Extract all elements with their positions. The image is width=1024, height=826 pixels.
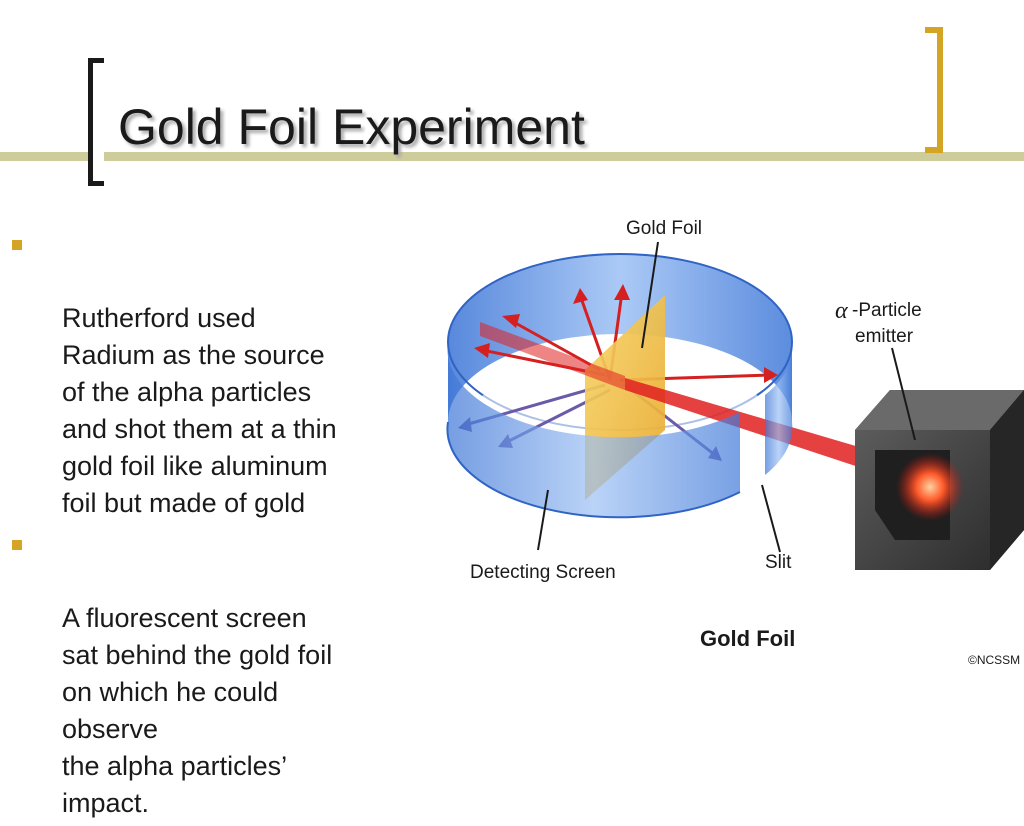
slit-label: Slit bbox=[765, 552, 792, 573]
detecting-screen-front bbox=[446, 342, 793, 519]
gold-foil-label: Gold Foil bbox=[626, 218, 702, 239]
leader-lines bbox=[537, 241, 916, 553]
bullet-text: A fluorescent screen sat behind the gold… bbox=[62, 603, 333, 818]
gold-foil-diagram: Gold Foil α -Particle emitter Detecting … bbox=[446, 218, 1024, 667]
particle-emitter-cube bbox=[855, 390, 1024, 570]
title-underline-bar bbox=[0, 152, 1024, 161]
bullet-list: Rutherford used Radium as the source of … bbox=[0, 226, 420, 826]
emitter-label: emitter bbox=[855, 326, 914, 347]
bullet-text: Rutherford used Radium as the source of … bbox=[62, 303, 337, 518]
alpha-symbol: α bbox=[835, 298, 848, 324]
square-bullet-icon bbox=[12, 540, 22, 550]
right-bracket-decoration bbox=[925, 27, 943, 153]
particle-label: -Particle bbox=[852, 300, 922, 321]
detecting-screen-label: Detecting Screen bbox=[470, 562, 616, 583]
slide-title: Gold Foil Experiment bbox=[118, 99, 585, 155]
diagram-caption: Gold Foil bbox=[700, 626, 795, 651]
bullet-item: Rutherford used Radium as the source of … bbox=[0, 226, 420, 522]
bullet-item: A fluorescent screen sat behind the gold… bbox=[0, 526, 420, 822]
square-bullet-icon bbox=[12, 240, 22, 250]
left-bracket-decoration bbox=[88, 58, 104, 186]
copyright-text: ©NCSSM 2 bbox=[968, 653, 1024, 667]
emitter-glow bbox=[896, 453, 964, 521]
